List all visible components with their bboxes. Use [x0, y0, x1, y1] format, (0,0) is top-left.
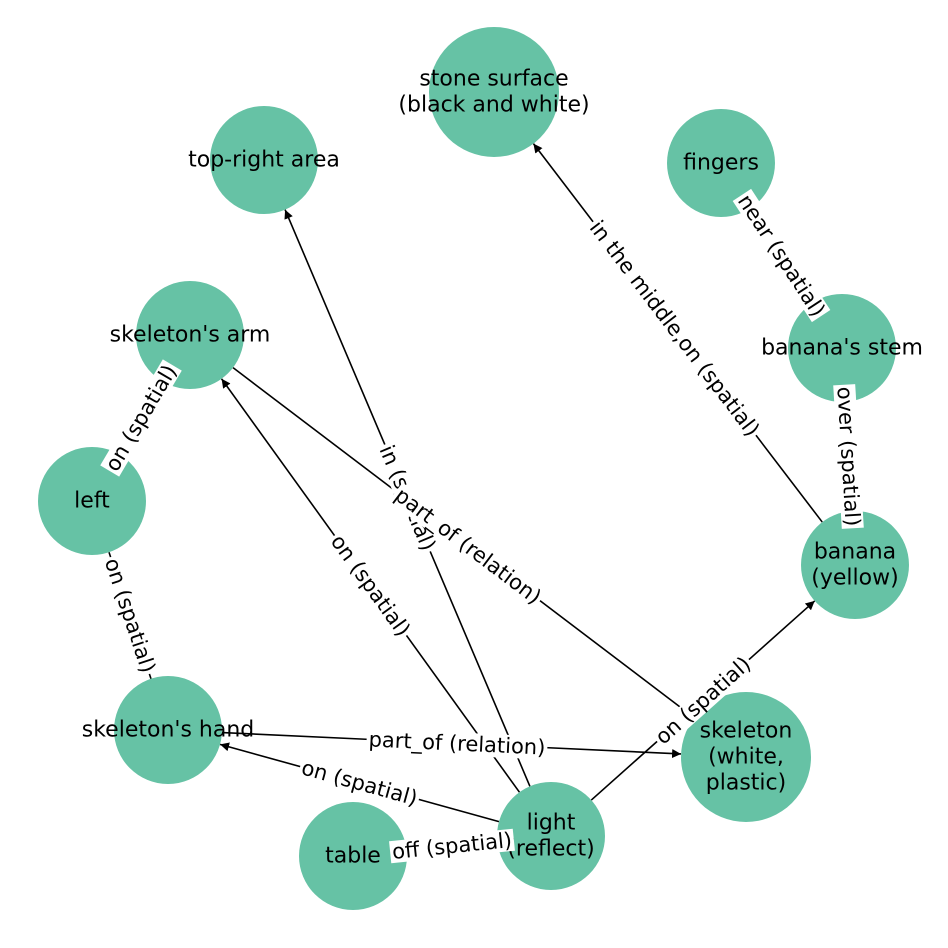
edge-label-background — [649, 651, 757, 750]
edge-label-background — [100, 553, 160, 678]
edge-label-background — [325, 529, 416, 642]
node-table: table — [299, 802, 407, 910]
node-label: top-right area — [188, 148, 340, 173]
edge-label: part_of (relation) — [390, 483, 546, 610]
node-label: (white, — [708, 745, 784, 770]
node-circle — [299, 802, 407, 910]
edge-label: on (spatial) — [326, 530, 415, 641]
node-circle — [788, 294, 896, 402]
edge-label-group-1: over (spatial) — [832, 384, 865, 529]
node-circle — [667, 109, 775, 217]
node-label: banana — [814, 540, 896, 565]
node-stone: stone surface(black and white) — [398, 27, 590, 157]
node-light: light(reflect) — [497, 782, 605, 890]
node-circle — [681, 692, 811, 822]
node-label: skeleton — [700, 719, 793, 744]
node-left: left — [38, 447, 146, 555]
edge-label: near (spatial) — [733, 190, 830, 321]
edge-label: on (spatial) — [100, 361, 181, 476]
node-label: plastic) — [706, 771, 786, 796]
edge-label-group-7: on (spatial) — [325, 529, 416, 642]
node-label: stone surface — [419, 67, 568, 92]
edge-label-background — [297, 755, 422, 811]
node-circle — [801, 511, 909, 619]
node-label: (reflect) — [507, 837, 594, 862]
node-circle — [210, 106, 318, 214]
edge-label: over (spatial) — [832, 386, 864, 527]
node-label: table — [325, 844, 381, 869]
edge-label-background — [584, 215, 765, 442]
edge-label-background — [366, 728, 548, 760]
node-label: left — [74, 489, 110, 514]
edge-label: on (spatial) — [100, 555, 160, 676]
edge-label-background — [833, 384, 864, 529]
edge-label-group-3: on (spatial) — [100, 359, 182, 477]
node-label: light — [527, 811, 576, 836]
node-hand: skeleton's hand — [82, 676, 254, 784]
edge-label-background — [100, 359, 182, 477]
nodes-layer: stone surface(black and white) top-right … — [38, 27, 923, 910]
edge-label: in the middle,on (spatial) — [585, 216, 765, 441]
node-label: (yellow) — [811, 566, 898, 591]
node-banana: banana(yellow) — [801, 511, 909, 619]
node-label: banana's stem — [761, 336, 923, 361]
node-arm: skeleton's arm — [110, 281, 271, 389]
edge-label-background — [389, 828, 515, 864]
edge-label-background — [388, 482, 547, 611]
node-topright: top-right area — [188, 106, 340, 214]
node-circle — [497, 782, 605, 890]
node-stem: banana's stem — [761, 294, 923, 402]
node-label: skeleton's hand — [82, 718, 254, 743]
node-label: skeleton's arm — [110, 323, 271, 348]
node-label: fingers — [683, 151, 759, 176]
edge-label: off (spatial) — [391, 828, 513, 864]
edge-label-group-8: part_of (relation) — [366, 727, 548, 761]
edge-label-group-6: part_of (relation) — [388, 482, 547, 611]
edge-label-group-11: off (spatial) — [389, 828, 515, 864]
edge-label-group-4: on (spatial) — [100, 553, 160, 678]
edge-label: part_of (relation) — [368, 727, 546, 760]
node-circle — [114, 676, 222, 784]
edge-label-background — [732, 188, 831, 323]
node-skeleton: skeleton(white,plastic) — [681, 692, 811, 822]
edge-label-group-2: in the middle,on (spatial) — [584, 215, 765, 442]
edge-label-group-0: near (spatial) — [732, 188, 831, 323]
node-circle — [429, 27, 559, 157]
node-fingers: fingers — [667, 109, 775, 217]
edge-label: on (spatial) — [299, 756, 420, 811]
node-label: (black and white) — [398, 93, 589, 118]
